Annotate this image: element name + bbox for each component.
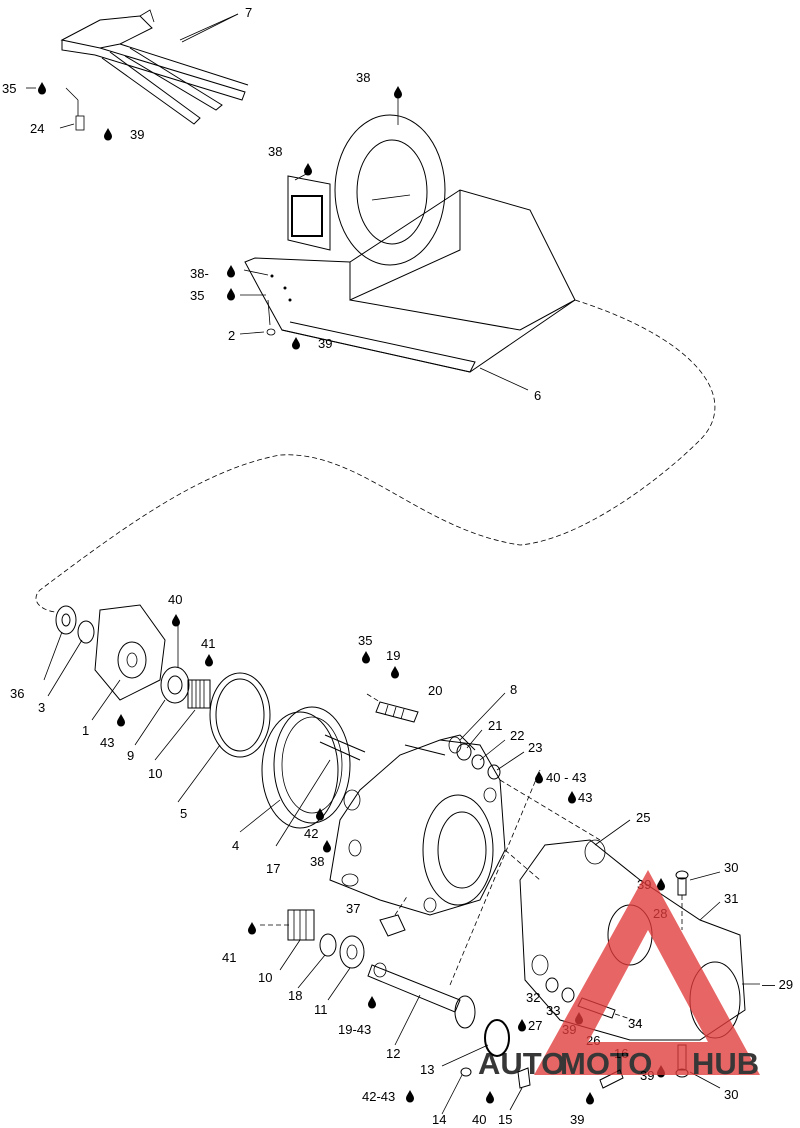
callout-12: 12	[386, 1046, 400, 1061]
watermark-brand-auto: AUTO	[478, 1046, 565, 1081]
callout-23: 23	[528, 740, 542, 755]
callout-39: 39	[318, 336, 332, 351]
part-20-19-stud	[366, 693, 419, 723]
callout-40: 40	[168, 592, 182, 607]
part-4-cover	[261, 706, 351, 829]
callout-33: 33	[546, 1003, 560, 1018]
callout-18: 18	[288, 988, 302, 1003]
callout-5: 5	[180, 806, 187, 821]
callout-25: 25	[636, 810, 650, 825]
callout-31: 31	[724, 891, 738, 906]
part-5-gasket	[209, 672, 271, 758]
callout-29: — 29	[762, 977, 793, 992]
leader-lines	[26, 13, 760, 1115]
callout-19: 19	[386, 648, 400, 663]
automotohub-watermark: AUTO MOTO HUB	[478, 870, 760, 1081]
callout-8: 8	[510, 682, 517, 697]
callout-41: 41	[222, 950, 236, 965]
part-12-shaft	[367, 769, 541, 1029]
callout-19-43: 19-43	[338, 1022, 371, 1037]
callout-10: 10	[258, 970, 272, 985]
callout-3: 3	[38, 700, 45, 715]
callout-43: 43	[100, 735, 114, 750]
callout-35: 35	[190, 288, 204, 303]
callout-32: 32	[526, 990, 540, 1005]
callout-6: 6	[534, 388, 541, 403]
callout-36: 36	[10, 686, 24, 701]
warning-triangle-logo	[534, 870, 760, 1075]
callout-38: 38-	[190, 266, 209, 281]
callout-10: 10	[148, 766, 162, 781]
connector-line	[35, 299, 716, 613]
callout-35: 35	[358, 633, 372, 648]
callout-15: 15	[498, 1112, 512, 1127]
watermark-brand-hub: HUB	[692, 1046, 759, 1081]
callout-43: 43	[578, 790, 592, 805]
part-24-bolt	[65, 87, 85, 131]
callout-9: 9	[127, 748, 134, 763]
callout-38: 38	[268, 144, 282, 159]
part-9-10-bearing	[160, 666, 211, 709]
callout-7: 7	[245, 5, 252, 20]
callout-39: 39	[130, 127, 144, 142]
callout-40: 40	[472, 1112, 486, 1127]
callout-35: 35	[2, 81, 16, 96]
part-13-oring	[484, 1019, 510, 1057]
callout-13: 13	[420, 1062, 434, 1077]
callout-24: 24	[30, 121, 44, 136]
callout-21: 21	[488, 718, 502, 733]
callout-17: 17	[266, 861, 280, 876]
watermark-brand-moto: MOTO	[560, 1046, 652, 1081]
callout-42-43: 42-43	[362, 1089, 395, 1104]
part-7-rail	[60, 9, 249, 125]
callout-4: 4	[232, 838, 239, 853]
lubrication-drop-icons	[38, 82, 665, 1105]
callout-27: 27	[528, 1018, 542, 1033]
callout-41: 41	[201, 636, 215, 651]
part-8-housing	[319, 734, 506, 916]
callout-42: 42	[304, 826, 318, 841]
callout-1: 1	[82, 723, 89, 738]
callout-20: 20	[428, 683, 442, 698]
part-6-mount	[244, 114, 576, 373]
callout-14: 14	[432, 1112, 446, 1127]
callout-38: 38	[356, 70, 370, 85]
callout-40-43: 40 - 43	[546, 770, 586, 785]
callout-37: 37	[346, 901, 360, 916]
callout-11: 11	[314, 1002, 328, 1017]
callout-30: 30	[724, 1087, 738, 1102]
callout-2: 2	[228, 328, 235, 343]
callout-22: 22	[510, 728, 524, 743]
callout-39: 39	[570, 1112, 584, 1127]
part-36-3-1-parts	[55, 604, 166, 701]
callout-30: 30	[724, 860, 738, 875]
callout-34: 34	[628, 1016, 642, 1031]
part-21-22-23-hardware	[456, 743, 501, 780]
callout-38: 38	[310, 854, 324, 869]
part-37-18-11-parts	[260, 894, 409, 969]
